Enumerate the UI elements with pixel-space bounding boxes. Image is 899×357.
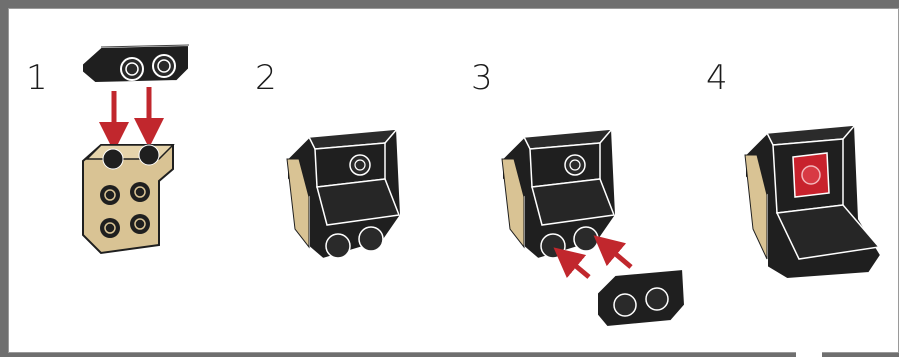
tan-bracket-brick (83, 145, 173, 253)
frame-corner-gap (796, 348, 822, 357)
step-1-arrows (114, 87, 149, 137)
black-plate-1x2 (82, 45, 189, 83)
step-4-illustration (745, 125, 881, 279)
step-1-illustration (82, 45, 189, 253)
instruction-panel: 1 2 3 4 (8, 8, 899, 353)
step-3-illustration (502, 129, 685, 327)
build-steps-illustration (9, 9, 899, 353)
step-2-illustration (287, 129, 401, 259)
